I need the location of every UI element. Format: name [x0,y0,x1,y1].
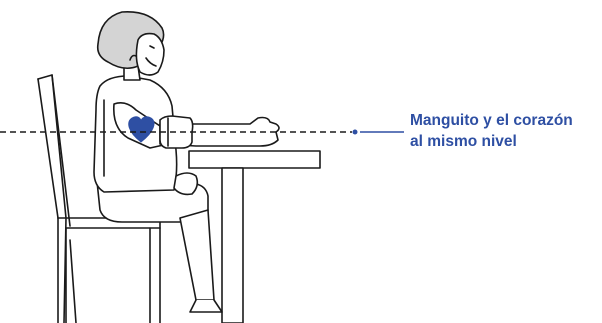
callout-connector [353,130,405,135]
callout-label: Manguito y el corazón al mismo nivel [410,110,600,152]
person-legs [96,172,222,312]
callout-line-2: al mismo nivel [410,131,600,152]
callout-line-1: Manguito y el corazón [410,110,600,131]
dot-icon [353,130,358,135]
person-head [98,12,164,80]
